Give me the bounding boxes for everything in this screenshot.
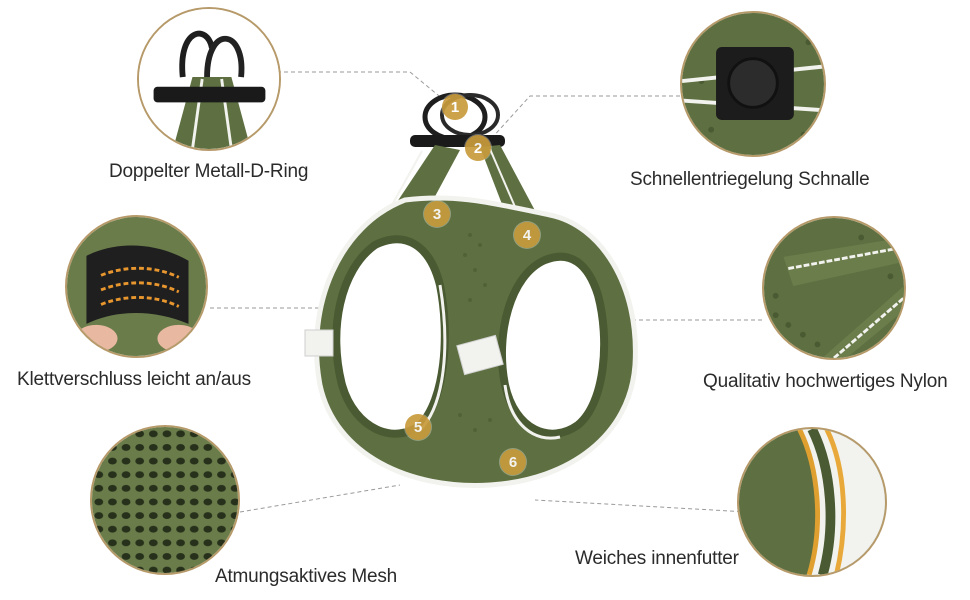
label-buckle: Schnellentriegelung Schnalle [630, 169, 870, 190]
feature-circle-lining [737, 427, 887, 577]
soft-lining-icon [739, 429, 885, 575]
velcro-icon [67, 217, 206, 356]
badge-2: 2 [465, 135, 491, 161]
badge-1: 1 [442, 94, 468, 120]
badge-4: 4 [514, 222, 540, 248]
d-ring-icon [139, 9, 279, 149]
label-velcro: Klettverschluss leicht an/aus [17, 369, 251, 390]
mesh-texture-icon [92, 427, 238, 573]
badge-6: 6 [500, 449, 526, 475]
feature-circle-buckle [680, 11, 826, 157]
feature-circle-d-ring [137, 7, 281, 151]
badge-5: 5 [405, 414, 431, 440]
label-lining: Weiches innenfutter [575, 548, 739, 569]
label-nylon: Qualitativ hochwertiges Nylon [703, 371, 948, 392]
badge-3: 3 [424, 201, 450, 227]
feature-circle-nylon [762, 216, 906, 360]
label-d-ring: Doppelter Metall-D-Ring [109, 161, 309, 182]
buckle-icon [682, 13, 824, 155]
feature-circle-velcro [65, 215, 208, 358]
harness-illustration [304, 92, 638, 488]
label-mesh: Atmungsaktives Mesh [215, 566, 398, 587]
feature-circle-mesh [90, 425, 240, 575]
nylon-strap-icon [764, 218, 904, 358]
